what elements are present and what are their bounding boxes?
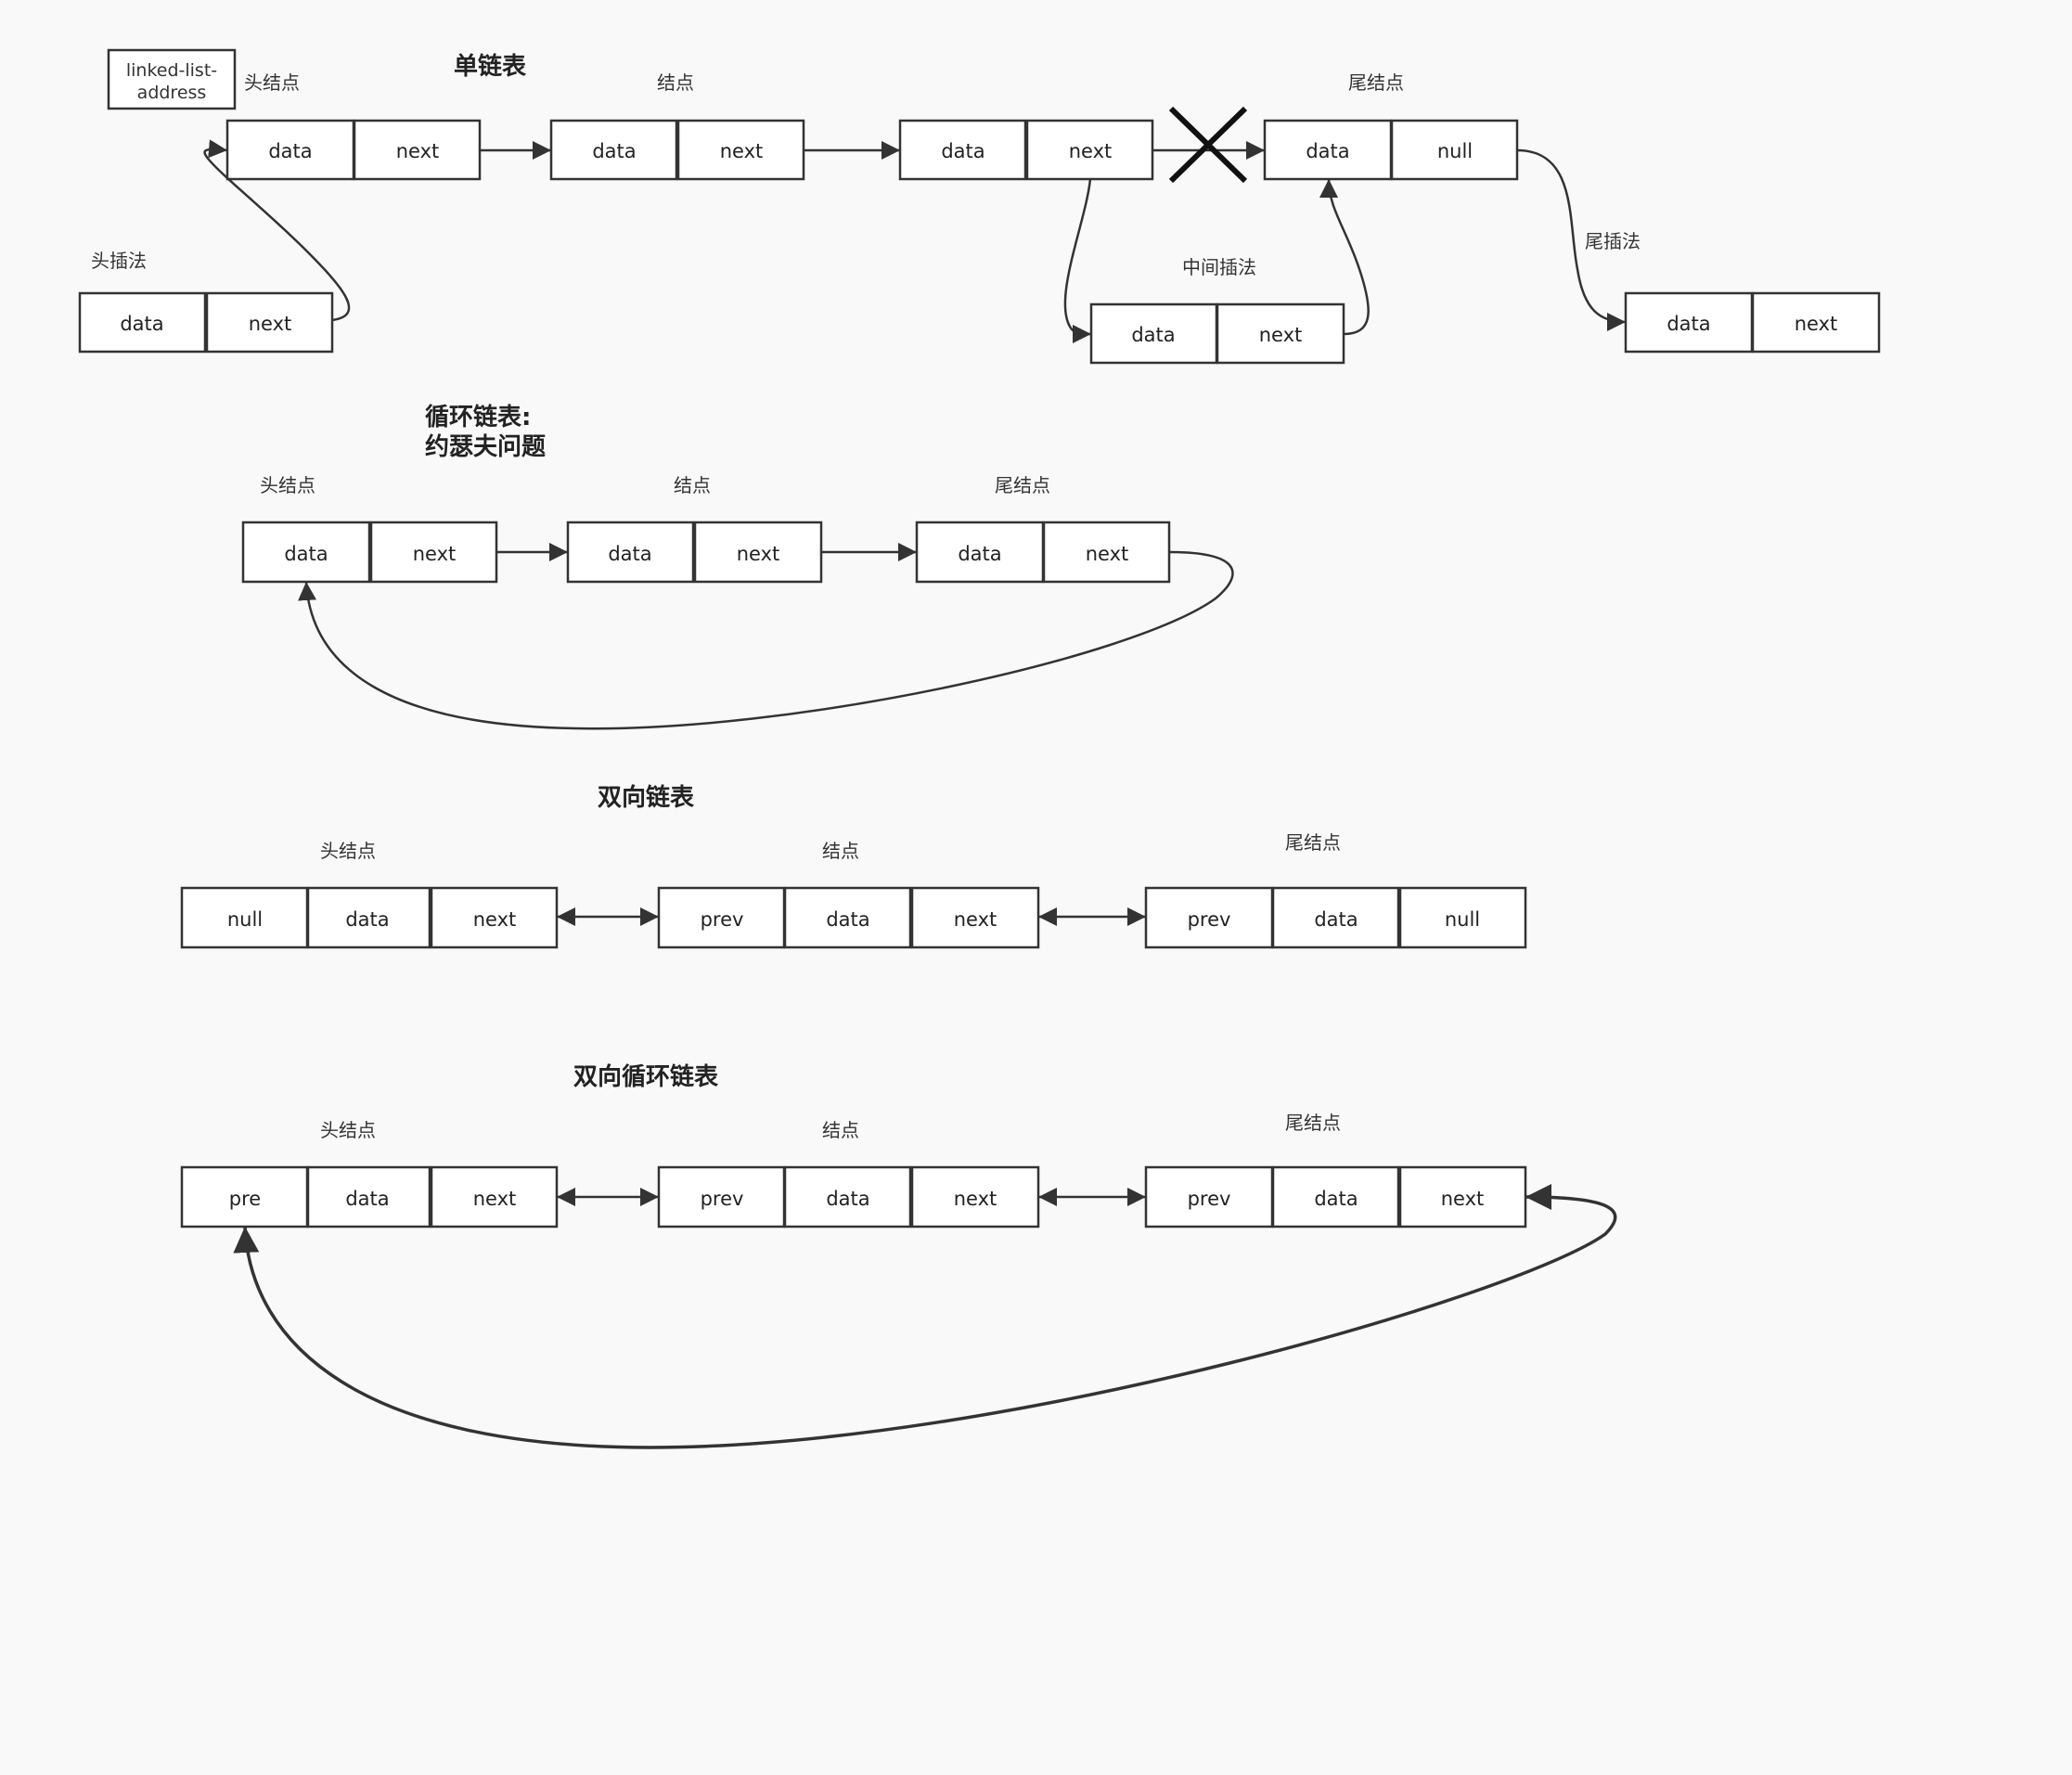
middle-insert-node: data next (1089, 302, 1345, 365)
doubly-node-2: prev data next (657, 886, 1040, 949)
cell-data: data (826, 908, 869, 931)
doubly-circular-title: 双向循环链表 (573, 1062, 719, 1091)
cell-data: data (120, 313, 163, 335)
circular-head-node: data next (241, 521, 498, 584)
cell-next: next (1086, 543, 1129, 565)
singly-tail-label: 尾结点 (1348, 71, 1404, 94)
cell-data: data (826, 1188, 869, 1210)
address-label: linked-list-address (126, 60, 217, 103)
cell-data: data (1306, 140, 1349, 162)
cell-prev: prev (701, 1188, 744, 1210)
head-insert-link (203, 139, 351, 322)
middle-insert-label: 中间插法 (1182, 256, 1256, 278)
dc-head-label: 头结点 (320, 1119, 376, 1141)
cell-next: next (396, 140, 440, 162)
cell-next: next (720, 140, 764, 162)
cell-data: data (958, 543, 1001, 565)
head-insert-label: 头插法 (91, 250, 147, 272)
circular-head-label: 头结点 (260, 474, 315, 496)
cell-data: data (1314, 908, 1358, 931)
cell-next: next (1259, 324, 1303, 346)
cell-data: data (345, 1188, 389, 1210)
cell-next: next (1441, 1188, 1485, 1210)
cell-next: next (954, 1188, 997, 1210)
middle-insert-out-link (1319, 178, 1370, 336)
cross-icon (1168, 106, 1248, 184)
dc-tail-node: prev data next (1144, 1165, 1527, 1228)
head-insert-node: data next (78, 291, 334, 354)
cell-next: next (473, 908, 517, 931)
cell-next: next (1795, 313, 1838, 335)
cell-next: next (413, 543, 457, 565)
cell-prev: prev (701, 908, 744, 931)
circular-tail-label: 尾结点 (995, 474, 1050, 496)
doubly-title: 双向链表 (598, 783, 695, 812)
cell-next: next (954, 908, 997, 931)
cell-null: null (227, 908, 263, 931)
tail-insert-label: 尾插法 (1585, 230, 1641, 252)
circular-title-line1: 循环链表: (425, 403, 531, 431)
middle-insert-in-link (1063, 178, 1092, 343)
linked-list-address-box: linked-list-address (107, 48, 237, 110)
cell-next: next (249, 313, 292, 335)
cell-next: next (473, 1188, 517, 1210)
singly-head-label: 头结点 (244, 71, 300, 94)
cell-data: data (1667, 313, 1710, 335)
singly-list-title: 单链表 (454, 52, 527, 81)
doubly-head-label: 头结点 (320, 840, 376, 862)
cell-data: data (345, 908, 389, 931)
doubly-tail-label: 尾结点 (1285, 831, 1341, 854)
cell-next: next (1069, 140, 1113, 162)
circular-back-link (298, 550, 1234, 730)
singly-linked-list-section: 单链表 linked-list-address 头结点 结点 尾结点 头插法 中… (78, 48, 1881, 365)
cell-data: data (284, 543, 328, 565)
cell-data: data (592, 140, 636, 162)
dc-back-link (233, 1184, 1617, 1449)
singly-node-3: data next (898, 119, 1154, 181)
singly-tail-node: data null (1263, 119, 1519, 181)
singly-node-label: 结点 (657, 71, 694, 94)
tail-insert-link (1516, 148, 1627, 331)
circular-node-2: data next (566, 521, 823, 584)
cell-pre: pre (229, 1188, 261, 1210)
cell-null: null (1445, 908, 1480, 931)
singly-head-node: data next (225, 119, 482, 181)
cell-data: data (1131, 324, 1175, 346)
circular-title-line2: 约瑟夫问题 (425, 432, 546, 461)
doubly-circular-linked-list-section: 双向循环链表 头结点 结点 尾结点 pre data next prev dat… (180, 1062, 1617, 1449)
circular-node-label: 结点 (674, 474, 711, 496)
circular-linked-list-section: 循环链表: 约瑟夫问题 头结点 结点 尾结点 data next data ne… (241, 403, 1234, 730)
doubly-node-label: 结点 (822, 840, 859, 862)
cell-prev: prev (1188, 1188, 1231, 1210)
cell-null: null (1437, 140, 1473, 162)
circular-tail-node: data next (915, 521, 1171, 584)
cell-data: data (608, 543, 651, 565)
cell-next: next (737, 543, 780, 565)
dc-head-node: pre data next (180, 1165, 559, 1228)
dc-tail-label: 尾结点 (1285, 1112, 1341, 1134)
cell-data: data (268, 140, 312, 162)
tail-insert-node: data next (1624, 291, 1881, 354)
dc-node-label: 结点 (822, 1119, 859, 1141)
doubly-linked-list-section: 双向链表 头结点 结点 尾结点 null data next prev data… (180, 783, 1527, 949)
dc-node-2: prev data next (657, 1165, 1040, 1228)
doubly-tail-node: prev data null (1144, 886, 1527, 949)
cell-data: data (941, 140, 985, 162)
doubly-head-node: null data next (180, 886, 559, 949)
cell-prev: prev (1188, 908, 1231, 931)
cell-data: data (1314, 1188, 1358, 1210)
singly-node-2: data next (549, 119, 805, 181)
